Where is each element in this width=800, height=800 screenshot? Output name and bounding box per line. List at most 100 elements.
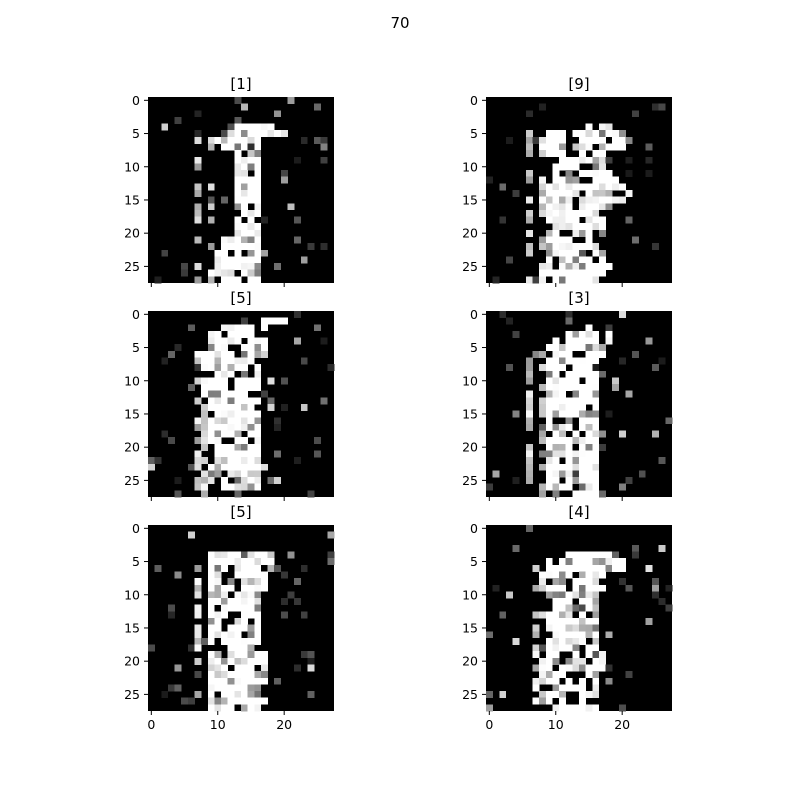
image-pixel <box>234 324 242 332</box>
image-pixel <box>585 584 593 592</box>
image-pixel <box>254 450 262 458</box>
image-pixel <box>247 176 255 184</box>
image-pixel <box>572 357 580 365</box>
image-pixel <box>227 483 235 491</box>
image-pixel <box>221 377 229 385</box>
image-pixel <box>559 443 567 451</box>
x-tick-label: 0 <box>485 717 493 732</box>
image-pixel <box>592 457 600 465</box>
image-pixel <box>559 276 567 284</box>
image-pixel <box>598 370 606 378</box>
image-pixel <box>592 243 600 251</box>
y-tick-label: 0 <box>470 521 478 536</box>
image-pixel <box>598 170 606 178</box>
image-pixel <box>492 276 500 284</box>
image-pixel <box>221 684 229 692</box>
image-pixel <box>579 704 586 712</box>
image-pixel <box>525 410 533 418</box>
image-pixel <box>579 156 586 164</box>
image-pixel <box>267 564 275 572</box>
image-pixel <box>234 384 242 392</box>
image-pixel <box>194 377 202 385</box>
image-pixel <box>565 564 573 572</box>
image-pixel <box>161 249 169 257</box>
image-pixel <box>214 136 222 144</box>
image-pixel <box>227 624 235 632</box>
image-pixel <box>545 357 553 365</box>
image-pixel <box>585 564 593 572</box>
image-pixel <box>559 558 567 566</box>
image-pixel <box>652 584 660 592</box>
image-pixel <box>247 704 255 712</box>
y-tick-label: 20 <box>124 440 140 455</box>
image-pixel <box>572 564 580 572</box>
image-pixel <box>241 123 248 131</box>
image-pixel <box>201 423 209 431</box>
image-pixel <box>579 437 586 445</box>
image-pixel <box>525 196 533 204</box>
image-pixel <box>254 143 262 151</box>
image-pixel <box>207 203 215 211</box>
image-pixel <box>592 578 600 586</box>
image-pixel <box>234 691 242 699</box>
image-pixel <box>559 357 567 365</box>
image-pixel <box>545 136 553 144</box>
y-tick-label: 25 <box>124 473 140 488</box>
image-pixel <box>247 584 255 592</box>
image-pixel <box>559 216 567 224</box>
y-tick-label: 10 <box>462 587 478 602</box>
image-pixel <box>552 370 560 378</box>
image-pixel <box>194 671 202 679</box>
image-pixel <box>598 350 606 358</box>
image-pixel <box>565 223 573 231</box>
image-pixel <box>221 390 229 398</box>
image-pixel <box>254 477 262 485</box>
image-pixel <box>234 490 242 498</box>
image-pixel <box>645 564 653 572</box>
image-pixel <box>539 691 547 699</box>
image-pixel <box>545 216 553 224</box>
image-pixel <box>174 344 182 352</box>
image-pixel <box>254 657 262 665</box>
image-pixel <box>227 691 235 699</box>
image-pixel <box>652 430 660 438</box>
image-pixel <box>260 337 268 345</box>
image-pixel <box>227 443 235 451</box>
image-pixel <box>260 578 268 586</box>
image-pixel <box>260 463 268 471</box>
image-pixel <box>221 269 229 277</box>
image-pixel <box>592 430 600 438</box>
y-tick-label: 25 <box>462 687 478 702</box>
image-pixel <box>552 357 560 365</box>
image-pixel <box>241 450 248 458</box>
image-pixel <box>525 216 533 224</box>
image-pixel <box>241 704 248 712</box>
image-pixel <box>194 183 202 191</box>
image-pixel <box>572 437 580 445</box>
image-pixel <box>579 631 586 639</box>
y-tick-label: 10 <box>124 373 140 388</box>
image-pixel <box>532 631 540 639</box>
image-pixel <box>247 150 255 158</box>
image-pixel <box>592 618 600 625</box>
image-pixel <box>592 397 600 405</box>
image-pixel <box>260 130 268 138</box>
image-pixel <box>260 584 268 592</box>
image-pixel <box>194 604 202 612</box>
image-pixel <box>260 123 268 131</box>
image-pixel <box>167 350 175 358</box>
image-pixel <box>227 704 235 712</box>
image-pixel <box>559 423 567 431</box>
image-pixel <box>592 404 600 411</box>
image-pixel <box>598 564 606 572</box>
image-pixel <box>221 423 229 431</box>
image-pixel <box>532 624 540 632</box>
image-pixel <box>565 370 573 378</box>
image-pixel <box>545 196 553 204</box>
image-pixel <box>260 651 268 659</box>
image-pixel <box>579 337 586 345</box>
image-pixel <box>161 691 169 699</box>
image-pixel <box>565 591 573 599</box>
image-pixel <box>254 423 262 431</box>
